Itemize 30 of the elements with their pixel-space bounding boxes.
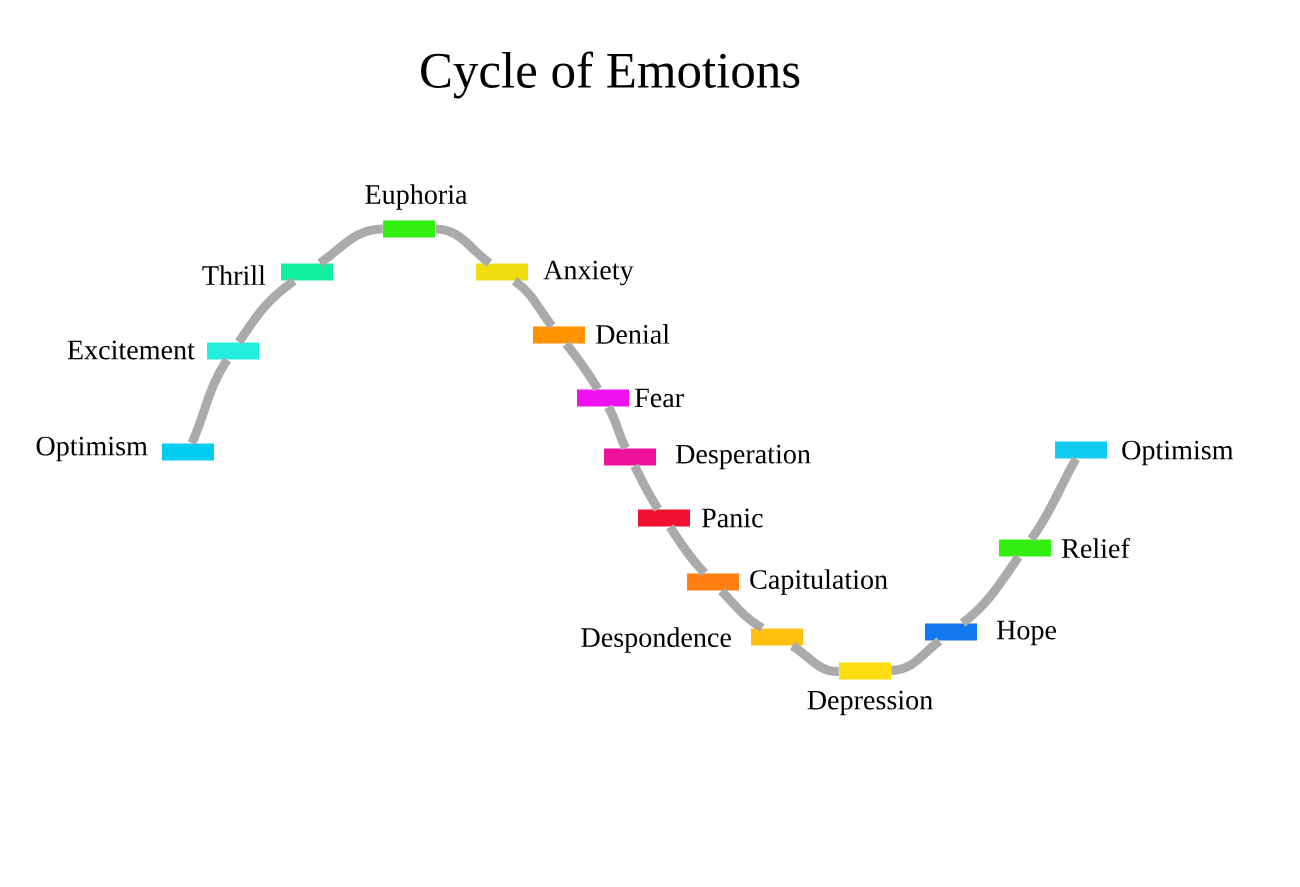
curve-segment (187, 357, 231, 445)
stage-label: Anxiety (543, 260, 634, 286)
stage-label: Panic (701, 508, 763, 528)
curve-segment (666, 524, 708, 577)
stage-label: Hope (996, 620, 1056, 646)
curve-segment (959, 554, 1023, 627)
stage-label: Optimism (36, 436, 148, 462)
stage-label: Relief (1061, 538, 1130, 559)
curve-segment (630, 463, 662, 512)
curve-segment (235, 277, 297, 345)
stage-label: Denial (595, 324, 670, 344)
stage-label: Fear (634, 388, 684, 408)
stage-label: Optimism (1122, 440, 1234, 466)
curve-segment (317, 224, 383, 267)
curve-segment (435, 224, 493, 267)
stage-label: Capitulation (750, 569, 888, 595)
title: Cycle of Emotions (421, 51, 800, 99)
stage-label: Desperation (675, 444, 811, 470)
stage-label: Depression (807, 690, 933, 716)
curve-segment (891, 637, 943, 675)
curve-segment (604, 404, 630, 451)
curve-segment (789, 642, 839, 677)
curve-segment (511, 277, 556, 329)
curve-segment (1027, 456, 1080, 542)
curve-segment (562, 341, 602, 392)
stage-label: Euphoria (365, 184, 468, 210)
curve-segment (718, 587, 765, 632)
stage-label: Excitement (67, 340, 195, 360)
stage-label: Thrill (202, 265, 266, 285)
stage-label: Despondence (581, 627, 731, 653)
